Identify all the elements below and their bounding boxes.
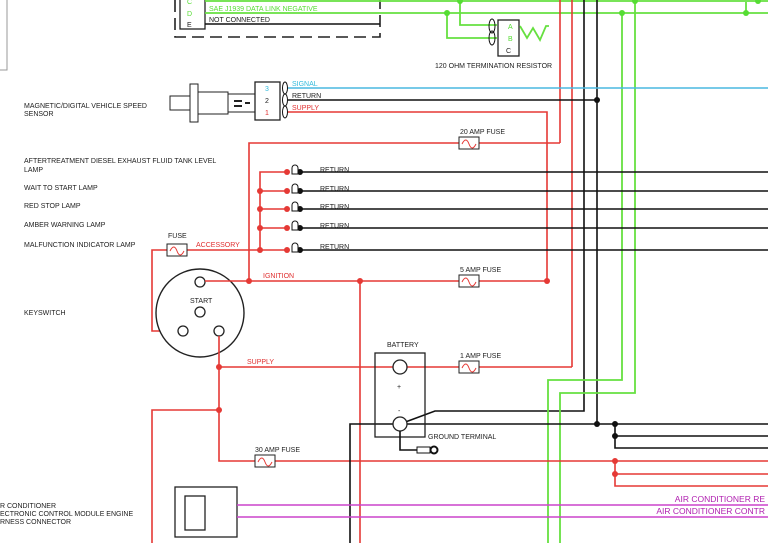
lamp-label: RED STOP LAMP <box>24 203 81 210</box>
lamp-return-label: RETURN <box>320 204 349 211</box>
lamp-return-label: RETURN <box>320 244 349 251</box>
lamp-row: RETURN WAIT TO START LAMP <box>24 183 768 194</box>
resistor-pin-b: B <box>508 36 513 43</box>
sensor-pin-1: 1 <box>265 110 269 117</box>
battery-plus: + <box>397 384 401 391</box>
fuse-20-label: 20 AMP FUSE <box>460 129 505 136</box>
lamp-return-label: RETURN <box>320 167 349 174</box>
pin-d: D <box>187 11 192 18</box>
not-connected-label: NOT CONNECTED <box>209 17 270 24</box>
lamp-label: WAIT TO START LAMP <box>24 185 98 192</box>
resistor-pin-a: A <box>508 24 513 31</box>
ground-terminal-label: GROUND TERMINAL <box>428 434 496 441</box>
keyswitch: FUSE ACCESSORY START KEYSWITCH IGNITION … <box>24 233 768 543</box>
start-label: START <box>190 298 213 305</box>
panel-edge <box>0 0 8 71</box>
top-connector: C D E SAE J1939 DATA LINK NEGATIVE NOT C… <box>174 0 768 38</box>
lamp-bank: RETURN AFTERTREATMENT DIESEL EXHAUST FLU… <box>24 158 768 253</box>
speed-sensor-label-2: SENSOR <box>24 111 54 118</box>
pin-c: C <box>187 0 192 6</box>
lamp-row: RETURN RED STOP LAMP <box>24 201 768 212</box>
lamp-return-label: RETURN <box>320 223 349 230</box>
ecm-label-2: ECTRONIC CONTROL MODULE ENGINE <box>0 511 133 518</box>
lamp-row: RETURN MALFUNCTION INDICATOR LAMP <box>24 242 768 253</box>
fuse-5-label: 5 AMP FUSE <box>460 267 501 274</box>
j1939-negative-label: SAE J1939 DATA LINK NEGATIVE <box>209 6 318 13</box>
sensor-pin-2: 2 <box>265 98 269 105</box>
lamp-row: RETURN AMBER WARNING LAMP <box>24 220 768 231</box>
return-label: RETURN <box>292 93 321 100</box>
supply-label-2: SUPPLY <box>247 359 274 366</box>
ecm-label-1: R CONDITIONER <box>0 503 56 510</box>
lamp-return-label: RETURN <box>320 186 349 193</box>
ac-wire-1-label: AIR CONDITIONER RE <box>675 494 766 504</box>
fuse-20-amp: 20 AMP FUSE <box>248 129 560 281</box>
sensor-pin-3: 3 <box>265 86 269 93</box>
supply-label: SUPPLY <box>292 105 319 112</box>
pin-e: E <box>187 22 192 29</box>
lamp-label-2: LAMP <box>24 167 43 174</box>
ac-wire-2-label: AIR CONDITIONER CONTR <box>656 506 765 516</box>
lamp-label: AMBER WARNING LAMP <box>24 222 106 229</box>
battery-label: BATTERY <box>387 342 419 349</box>
battery-minus: - <box>398 408 401 415</box>
fuse-30-label: 30 AMP FUSE <box>255 447 300 454</box>
keyswitch-label: KEYSWITCH <box>24 310 66 317</box>
speed-sensor: 3 2 1 SIGNAL RETURN SUPPLY MAGNETIC/DIGI… <box>24 81 768 281</box>
termination-resistor: A B C 120 OHM TERMINATION RESISTOR <box>435 0 552 70</box>
lamp-row: RETURN AFTERTREATMENT DIESEL EXHAUST FLU… <box>24 158 768 175</box>
battery: + - BATTERY GROUND TERMINAL <box>349 342 768 543</box>
ecm-ac-connector: AIR CONDITIONER RE AIR CONDITIONER CONTR… <box>0 486 768 538</box>
accessory-fuse-label: FUSE <box>168 233 187 240</box>
signal-label: SIGNAL <box>292 81 318 88</box>
lamp-label: MALFUNCTION INDICATOR LAMP <box>24 242 136 249</box>
accessory-label: ACCESSORY <box>196 242 240 249</box>
speed-sensor-label: MAGNETIC/DIGITAL VEHICLE SPEED <box>24 103 147 110</box>
fuse-1-label: 1 AMP FUSE <box>460 353 501 360</box>
resistor-pin-c: C <box>506 48 511 55</box>
lamp-label: AFTERTREATMENT DIESEL EXHAUST FLUID TANK… <box>24 158 216 165</box>
ecm-label-3: RNESS CONNECTOR <box>0 519 71 526</box>
resistor-label: 120 OHM TERMINATION RESISTOR <box>435 63 552 70</box>
ignition-label: IGNITION <box>263 273 294 280</box>
